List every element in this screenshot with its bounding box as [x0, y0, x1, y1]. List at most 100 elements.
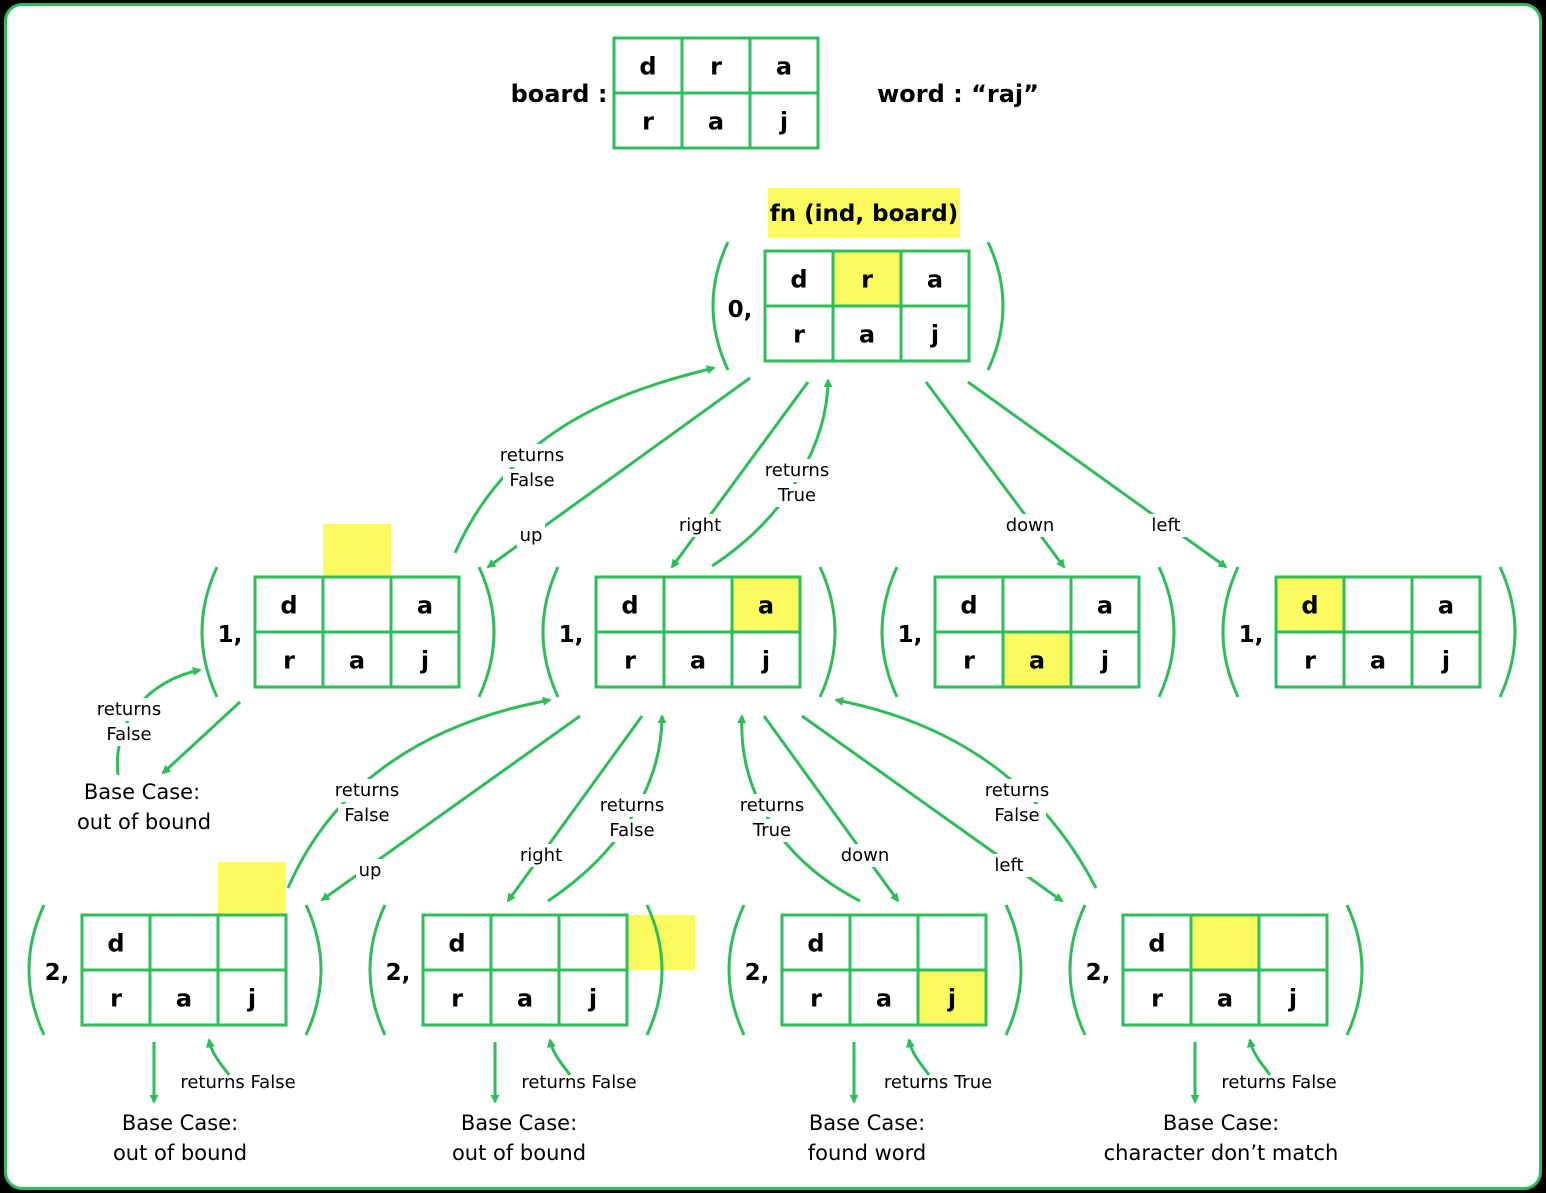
edge-second-up-return	[286, 696, 552, 889]
level2-right-paren	[1345, 904, 1364, 1036]
level2-cell	[557, 913, 629, 972]
level2-cell	[148, 913, 220, 972]
level1-left-paren	[200, 566, 219, 698]
level2-left-paren	[727, 904, 746, 1036]
base-case-title: Base Case:	[122, 1111, 238, 1135]
level1-left-paren	[1221, 566, 1240, 698]
level2-cell	[557, 968, 629, 1027]
level2-cell	[489, 913, 561, 972]
level1-right-paren	[1157, 566, 1176, 698]
label-root-up-returns-bg	[503, 469, 561, 492]
level2-highlight-cell	[918, 970, 986, 1025]
label-root-up: up	[520, 525, 543, 546]
first-base-case-detail: out of bound	[77, 810, 211, 834]
level2-cell-letter: d	[807, 930, 824, 958]
level2-index-label: 2,	[745, 960, 770, 986]
level2-cell-letter: d	[1148, 930, 1165, 958]
edge-second-left-return	[834, 696, 1098, 889]
label-second-right: right	[520, 845, 562, 866]
level1-index-label: 1,	[898, 622, 923, 648]
level2-cell	[916, 968, 988, 1027]
level1-cell-letter: j	[761, 647, 770, 675]
level2-index-label: 2,	[1086, 960, 1111, 986]
level1-cell-letter: a	[417, 592, 433, 620]
base-case-returns-label: returns False	[180, 1072, 295, 1093]
label-root-right-returns-bg	[773, 484, 821, 507]
level1-cell	[321, 575, 393, 634]
label-second-left-returns-bg	[988, 804, 1046, 827]
level2-cell	[1257, 968, 1329, 1027]
level1-cell-letter: j	[420, 647, 429, 675]
header-cell	[748, 91, 820, 150]
label-second-down: down	[841, 845, 890, 866]
base-case-returns-label: returns False	[521, 1072, 636, 1093]
base-case-return-arrow	[547, 1038, 572, 1076]
root-cell-letter: j	[930, 321, 939, 349]
label-second-right-returns: returns	[600, 795, 664, 816]
label-root-right-returns: returns	[765, 460, 829, 481]
level2-cell	[216, 968, 288, 1027]
root-cell-letter: r	[861, 266, 873, 294]
level1-cell	[1001, 575, 1073, 634]
root-cell-letter: a	[859, 321, 875, 349]
level2-cell-letter: d	[107, 930, 124, 958]
level1-cell-letter: d	[621, 592, 638, 620]
level2-right-paren	[645, 904, 664, 1036]
base-case-title: Base Case:	[1163, 1111, 1279, 1135]
level1-left-paren	[880, 566, 899, 698]
level2-cell-letter: j	[588, 985, 597, 1013]
base-case-title: Base Case:	[809, 1111, 925, 1135]
level1-cell	[1342, 575, 1414, 634]
label-second-right-bg	[512, 844, 570, 867]
base-case-title: Base Case:	[461, 1111, 577, 1135]
label-second-up-bg	[356, 859, 384, 882]
level1-cell-letter: d	[1301, 592, 1318, 620]
root-right-paren	[986, 241, 1005, 371]
level2-cell-letter: r	[110, 985, 122, 1013]
level1-cell-letter: a	[1097, 592, 1113, 620]
label-second-up-returns: False	[344, 805, 389, 826]
label-root-up-returns: returns	[500, 445, 564, 466]
label-second-right-returns-bg	[593, 794, 671, 817]
base-case-detail: out of bound	[452, 1141, 586, 1165]
level1-cell-letter: a	[1370, 647, 1386, 675]
first-base-case-title: Base Case:	[84, 780, 200, 804]
base-case-return-arrow	[1247, 1038, 1272, 1076]
label-root-left-bg	[1142, 514, 1190, 537]
level1-cell	[389, 630, 461, 689]
label-root-up-returns: False	[509, 470, 554, 491]
level2-cell-letter: r	[810, 985, 822, 1013]
level1-cell	[730, 630, 802, 689]
base-case-detail: out of bound	[113, 1141, 247, 1165]
label-root-down: down	[1006, 515, 1055, 536]
root-cell	[899, 304, 971, 363]
header-cell-letter: r	[710, 53, 722, 81]
level2-cell	[216, 913, 288, 972]
label-second-up-returns-bg	[328, 779, 406, 802]
level1-cell-letter: r	[624, 647, 636, 675]
level1-left-paren	[541, 566, 560, 698]
header-cell-letter: j	[779, 108, 788, 136]
label-root-right-bg	[671, 514, 729, 537]
label-root-left: left	[1151, 515, 1180, 536]
level2-cell-letter: d	[448, 930, 465, 958]
label-second-down-returns-bg	[733, 794, 811, 817]
root-highlight-cell	[833, 251, 901, 306]
level1-cell-letter: a	[1438, 592, 1454, 620]
